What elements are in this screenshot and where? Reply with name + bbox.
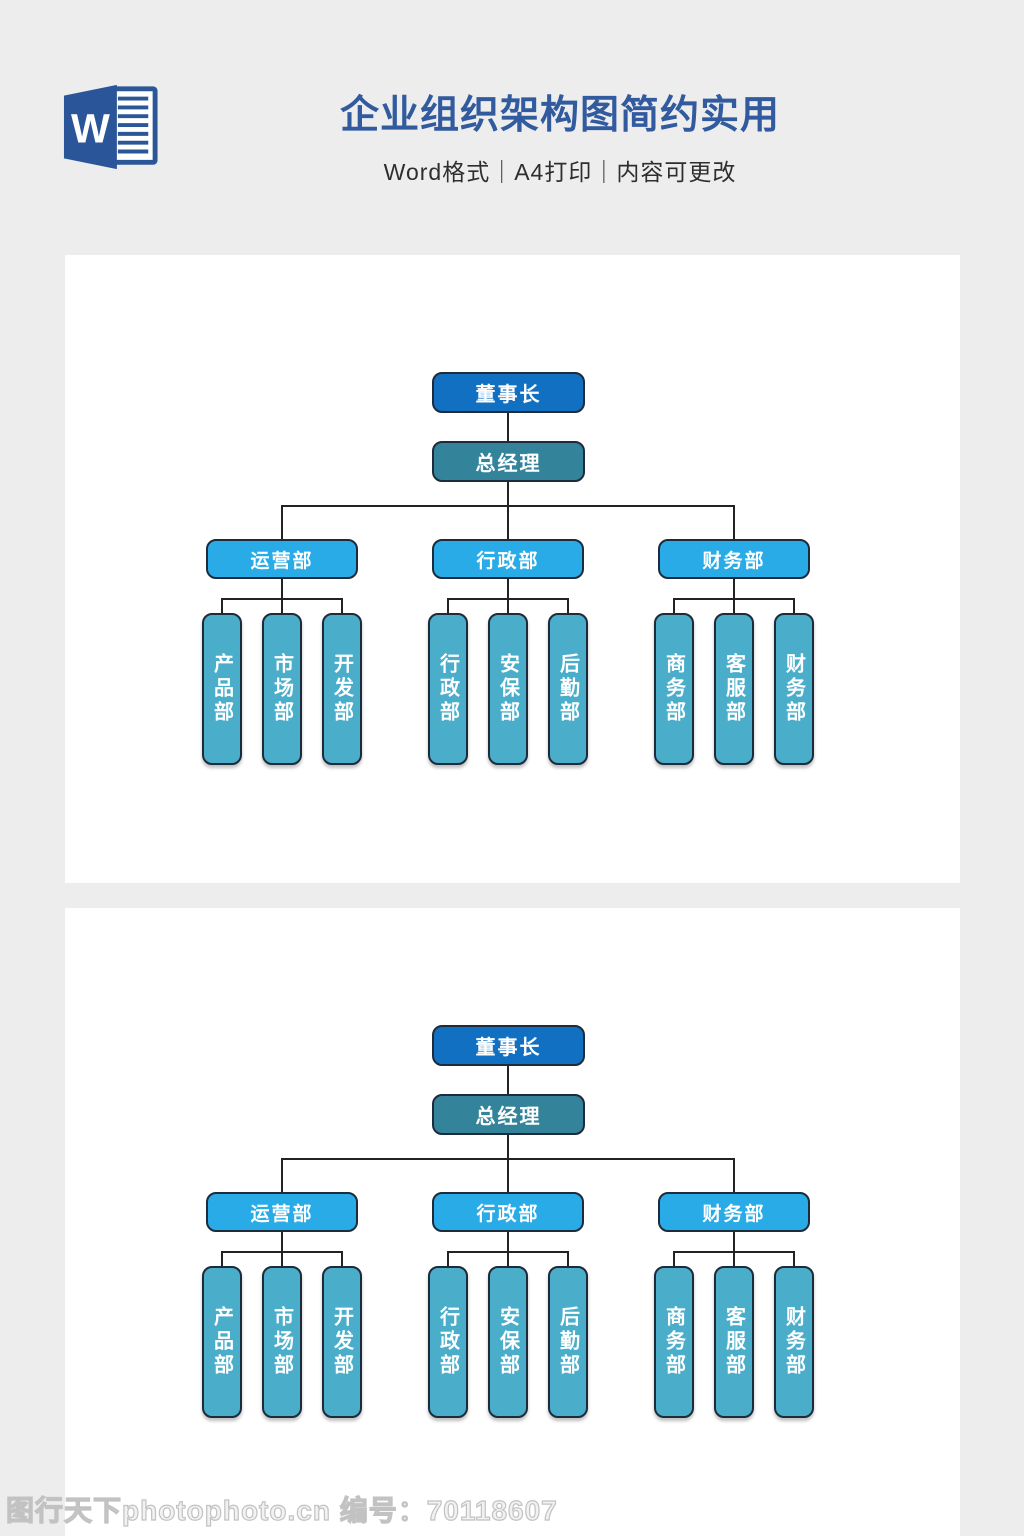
org-node-logistics: 后勤部 [548,1266,588,1418]
org-node-security: 安保部 [488,1266,528,1418]
org-node-admin: 行政部 [428,613,468,765]
org-node-customer-service: 客服部 [714,613,754,765]
org-chart: 董事长 总经理 运营部 行政部 财务部 产品部 市场部 开发部 [65,255,960,883]
org-chart: 董事长 总经理 运营部 行政部 财务部 产品部 市场部 开发部 [65,908,960,1536]
org-node-admin: 行政部 [428,1266,468,1418]
connector-drop-child-1-3 [341,598,343,614]
word-logo-icon: W [62,82,160,172]
connector-drop-child-2-3 [567,1251,569,1267]
header: 企业组织架构图简约实用 Word格式｜A4打印｜内容可更改 [160,94,960,187]
connector-chairman-gm [507,1066,509,1094]
org-node-dept-administration: 行政部 [432,539,584,579]
connector-dept1-stem [281,1232,283,1252]
org-node-development: 开发部 [322,1266,362,1418]
org-node-chairman: 董事长 [432,1025,585,1066]
connector-dept3-stem [733,1232,735,1252]
connector-drop-child-1-2 [281,598,283,614]
org-node-market: 市场部 [262,613,302,765]
connector-drop-child-3-3 [793,1251,795,1267]
connector-dept3-stem [733,579,735,599]
connector-drop-dept-2 [507,1158,509,1192]
connector-drop-child-2-2 [507,1251,509,1267]
preview-page-2: 董事长 总经理 运营部 行政部 财务部 产品部 市场部 开发部 [65,908,960,1536]
org-node-dept-finance: 财务部 [658,1192,810,1232]
connector-drop-child-2-2 [507,598,509,614]
connector-drop-child-1-3 [341,1251,343,1267]
connector-drop-child-3-2 [733,598,735,614]
org-node-general-manager: 总经理 [432,441,585,482]
connector-drop-child-1-2 [281,1251,283,1267]
org-node-general-manager: 总经理 [432,1094,585,1135]
connector-gm-trunk [507,1135,509,1160]
org-node-chairman: 董事长 [432,372,585,413]
connector-drop-child-1-1 [221,1251,223,1267]
org-node-logistics: 后勤部 [548,613,588,765]
org-node-dept-finance: 财务部 [658,539,810,579]
connector-drop-child-3-1 [673,1251,675,1267]
connector-drop-child-2-1 [447,598,449,614]
org-node-customer-service: 客服部 [714,1266,754,1418]
connector-chairman-gm [507,413,509,441]
org-node-product: 产品部 [202,1266,242,1418]
org-node-market: 市场部 [262,1266,302,1418]
org-node-business: 商务部 [654,1266,694,1418]
word-flag-shape [63,84,117,170]
org-node-dept-operations: 运营部 [206,1192,358,1232]
org-node-dept-operations: 运营部 [206,539,358,579]
org-node-business: 商务部 [654,613,694,765]
org-node-development: 开发部 [322,613,362,765]
connector-dept2-stem [507,1232,509,1252]
connector-drop-dept-1 [281,1158,283,1192]
connector-drop-child-2-3 [567,598,569,614]
connector-drop-child-1-1 [221,598,223,614]
connector-drop-dept-1 [281,505,283,539]
connector-drop-dept-3 [733,1158,735,1192]
connector-dept2-stem [507,579,509,599]
page-title: 企业组织架构图简约实用 [339,94,780,137]
watermark-text: 图行天下photophoto.cn 编号：70118607 [5,1494,558,1526]
connector-drop-dept-3 [733,505,735,539]
org-node-finance-child: 财务部 [774,613,814,765]
connector-drop-dept-2 [507,505,509,539]
connector-dept1-stem [281,579,283,599]
connector-drop-child-3-3 [793,598,795,614]
connector-drop-child-3-1 [673,598,675,614]
org-node-dept-administration: 行政部 [432,1192,584,1232]
connector-drop-child-3-2 [733,1251,735,1267]
page-subtitle: Word格式｜A4打印｜内容可更改 [383,158,737,185]
connector-drop-child-2-1 [447,1251,449,1267]
org-node-finance-child: 财务部 [774,1266,814,1418]
org-node-security: 安保部 [488,613,528,765]
org-node-product: 产品部 [202,613,242,765]
connector-gm-trunk [507,482,509,507]
preview-page-1: 董事长 总经理 运营部 行政部 财务部 产品部 市场部 开发部 [65,255,960,883]
word-letter: W [71,106,110,152]
word-document-lines [117,96,149,154]
